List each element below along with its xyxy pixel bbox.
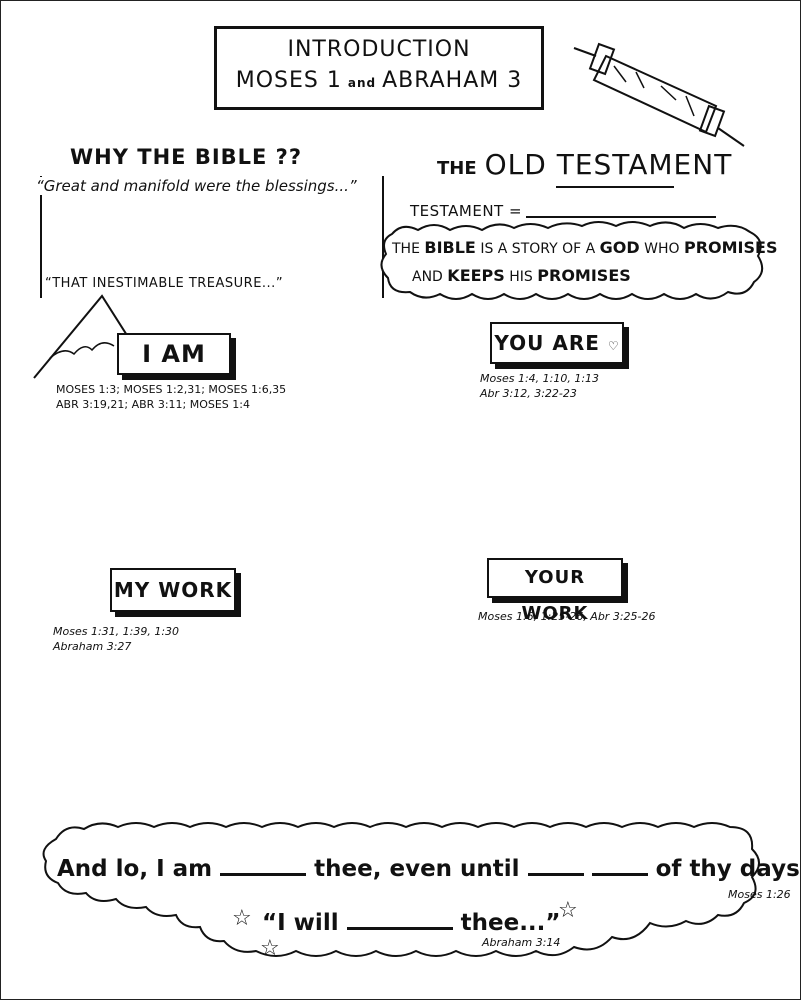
star-icon: ☆ bbox=[558, 898, 578, 923]
quote-treasure: “THAT INESTIMABLE TREASURE...” bbox=[45, 276, 284, 291]
you-are-label: YOU ARE bbox=[494, 331, 600, 355]
heart-icon: ♡ bbox=[607, 339, 620, 353]
fill-in-line-1: And lo, I am thee, even until of thy day… bbox=[57, 856, 801, 882]
fill-in-blank-4 bbox=[346, 926, 453, 930]
old-testament-heading: THE OLD TESTAMENT bbox=[437, 148, 732, 181]
i-am-references: MOSES 1:3; MOSES 1:2,31; MOSES 1:6,35 AB… bbox=[56, 382, 286, 412]
fill-in-blank-1 bbox=[220, 872, 307, 876]
promise-and: AND bbox=[412, 269, 443, 285]
promise-line-2: AND KEEPS HIS PROMISES bbox=[412, 266, 631, 285]
promise-cloud bbox=[380, 221, 764, 300]
subtitle-and: and bbox=[347, 76, 377, 90]
you-are-references: Moses 1:4, 1:10, 1:13 Abr 3:12, 3:22-23 bbox=[480, 371, 599, 401]
fill-in-text-2: thee, even until bbox=[314, 856, 520, 882]
promise-promises: PROMISES bbox=[683, 238, 778, 257]
your-work-references: Moses 1:6, 1:25-26, Abr 3:25-26 bbox=[478, 609, 656, 624]
promise-keeps: KEEPS bbox=[447, 266, 505, 285]
my-work-box: MY WORK bbox=[110, 568, 236, 612]
testament-blank bbox=[526, 216, 716, 218]
i-am-box: I AM bbox=[117, 333, 231, 375]
my-work-references: Moses 1:31, 1:39, 1:30 Abraham 3:27 bbox=[53, 624, 179, 654]
fill-in-blank-3 bbox=[591, 872, 648, 876]
i-am-refs-line-2: ABR 3:19,21; ABR 3:11; MOSES 1:4 bbox=[56, 398, 250, 411]
your-work-refs-line-1: Moses 1:6, 1:25-26, Abr 3:25-26 bbox=[478, 610, 656, 623]
quote-bracket bbox=[40, 176, 384, 298]
i-am-refs-line-1: MOSES 1:3; MOSES 1:2,31; MOSES 1:6,35 bbox=[56, 383, 287, 396]
subtitle-abraham: ABRAHAM 3 bbox=[382, 68, 523, 93]
your-work-box: YOUR WORK bbox=[487, 558, 623, 624]
fill-in-text-1: And lo, I am bbox=[57, 856, 213, 882]
fill-in-text-4: “I will bbox=[262, 910, 339, 936]
promise-his: HIS bbox=[509, 269, 533, 285]
promise-bible: BIBLE bbox=[424, 238, 476, 257]
fill-in-blank-2 bbox=[527, 872, 584, 876]
fill-in-ref-abraham: Abraham 3:14 bbox=[482, 936, 561, 949]
fill-in-line-2: “I will thee...” bbox=[262, 910, 561, 936]
star-icon: ☆ bbox=[260, 936, 280, 961]
old-testament-the: THE bbox=[437, 158, 477, 179]
promise-story: IS A STORY OF A bbox=[480, 241, 596, 257]
star-icon: ☆ bbox=[232, 906, 252, 931]
mountain-icon bbox=[33, 294, 131, 379]
you-are-box: YOU ARE ♡ bbox=[490, 322, 624, 364]
subtitle-moses: MOSES 1 bbox=[235, 68, 342, 93]
quote-blessings: “Great and manifold were the blessings..… bbox=[36, 177, 357, 195]
fill-in-ref-moses: Moses 1:26 bbox=[728, 888, 791, 901]
fill-in-cloud bbox=[42, 822, 760, 957]
promise-who: WHO bbox=[644, 241, 680, 257]
my-work-refs-line-2: Abraham 3:27 bbox=[53, 640, 132, 653]
fill-in-text-3: of thy days... bbox=[655, 856, 801, 882]
promise-promises-2: PROMISES bbox=[537, 266, 631, 285]
you-are-refs-line-1: Moses 1:4, 1:10, 1:13 bbox=[480, 372, 600, 385]
promise-line-1: THE BIBLE IS A STORY OF A GOD WHO PROMIS… bbox=[392, 238, 777, 257]
page-title: INTRODUCTION bbox=[287, 37, 471, 62]
my-work-refs-line-1: Moses 1:31, 1:39, 1:30 bbox=[53, 625, 180, 638]
scroll-icon bbox=[573, 42, 745, 147]
page-subtitle: MOSES 1 and ABRAHAM 3 bbox=[217, 68, 541, 93]
fill-in-text-5: thee...” bbox=[460, 910, 561, 936]
promise-the: THE bbox=[392, 241, 420, 257]
testament-label: TESTAMENT = bbox=[410, 202, 523, 220]
you-are-refs-line-2: Abr 3:12, 3:22-23 bbox=[480, 387, 577, 400]
why-bible-heading: WHY THE BIBLE ?? bbox=[70, 145, 303, 169]
old-testament-underline bbox=[556, 186, 674, 188]
promise-god: GOD bbox=[599, 238, 640, 257]
title-box: INTRODUCTION MOSES 1 and ABRAHAM 3 bbox=[214, 26, 544, 110]
old-testament-title: OLD TESTAMENT bbox=[484, 148, 733, 181]
